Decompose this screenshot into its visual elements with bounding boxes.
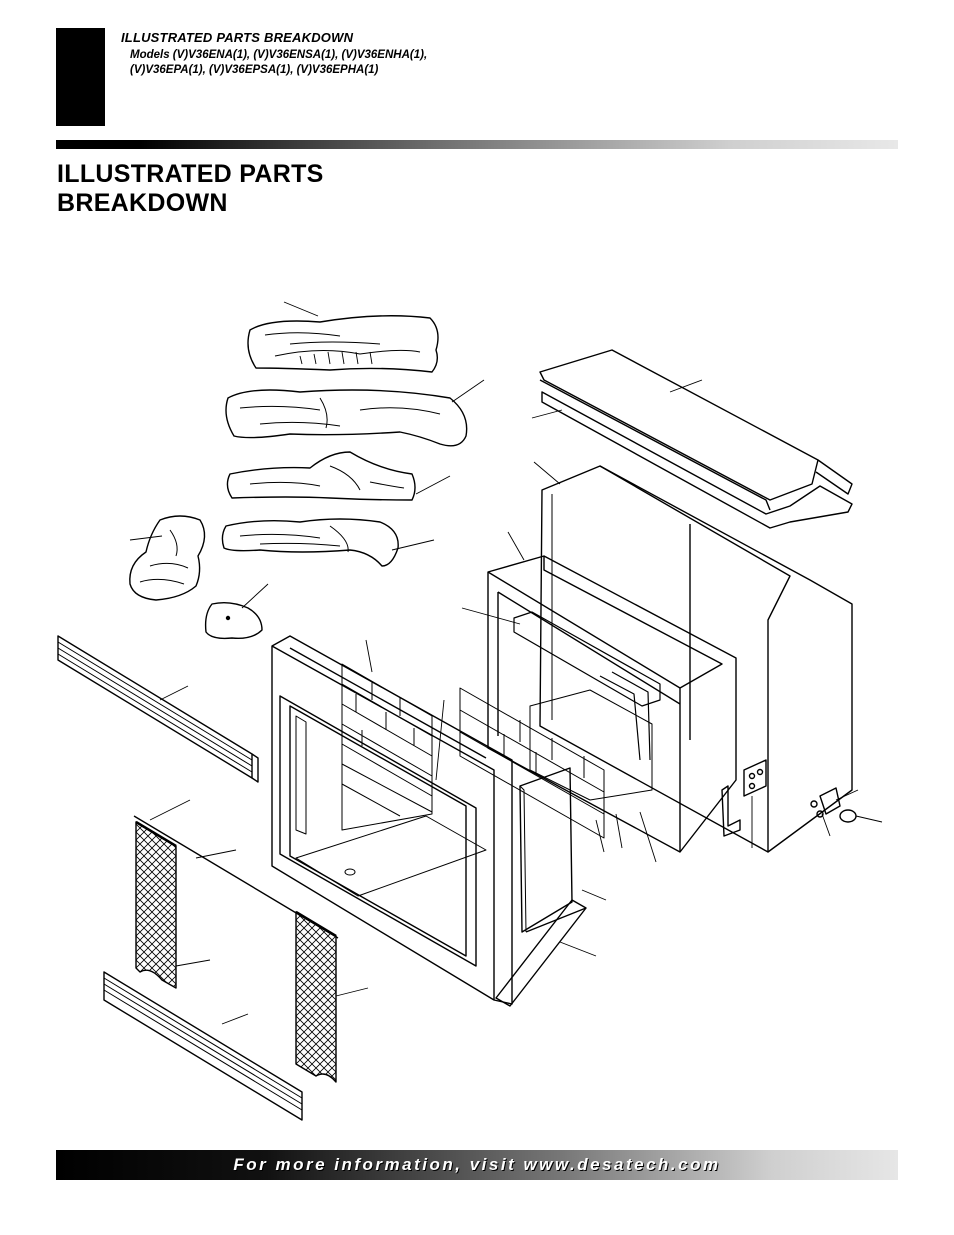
mesh-screen	[133, 815, 339, 1083]
log-second	[225, 389, 468, 447]
log-fourth	[221, 518, 399, 567]
switch-parts	[810, 787, 857, 823]
leader-lines	[129, 301, 883, 1025]
page-title-line2: BREAKDOWN	[57, 189, 228, 217]
bracket	[721, 785, 741, 837]
louver-bottom-left	[103, 971, 303, 1121]
brick-liner-back	[341, 663, 433, 831]
top-panel	[539, 349, 853, 511]
log-third	[226, 451, 416, 501]
header-models-line2: (V)V36EPA(1), (V)V36EPSA(1), (V)V36EPHA(…	[130, 64, 379, 76]
header-divider-bar	[56, 140, 898, 149]
base-plate	[495, 899, 587, 1007]
section-tab	[56, 28, 105, 126]
log-top	[247, 315, 439, 373]
log-left	[129, 515, 206, 601]
page-title-line1: ILLUSTRATED PARTS	[57, 160, 324, 188]
outer-casing	[539, 465, 853, 853]
header-section-title: ILLUSTRATED PARTS BREAKDOWN	[121, 30, 354, 45]
side-panel	[519, 767, 573, 933]
log-small	[204, 601, 263, 640]
louver-top-left	[57, 635, 259, 783]
footer-text: For more information, visit www.desatech…	[233, 1155, 721, 1174]
header-models-line1: Models (V)V36ENA(1), (V)V36ENSA(1), (V)V…	[130, 49, 428, 61]
front-frame	[271, 635, 513, 1005]
junction-box	[743, 759, 767, 797]
top-panel-lower	[541, 391, 853, 529]
footer-bar: For more information, visit www.desatech…	[56, 1150, 898, 1180]
header-models: Models (V)V36ENA(1), (V)V36ENSA(1), (V)V…	[130, 48, 427, 78]
page-title: ILLUSTRATED PARTS BREAKDOWN	[57, 160, 324, 218]
firebox	[487, 555, 737, 853]
floor-panel	[295, 815, 487, 897]
